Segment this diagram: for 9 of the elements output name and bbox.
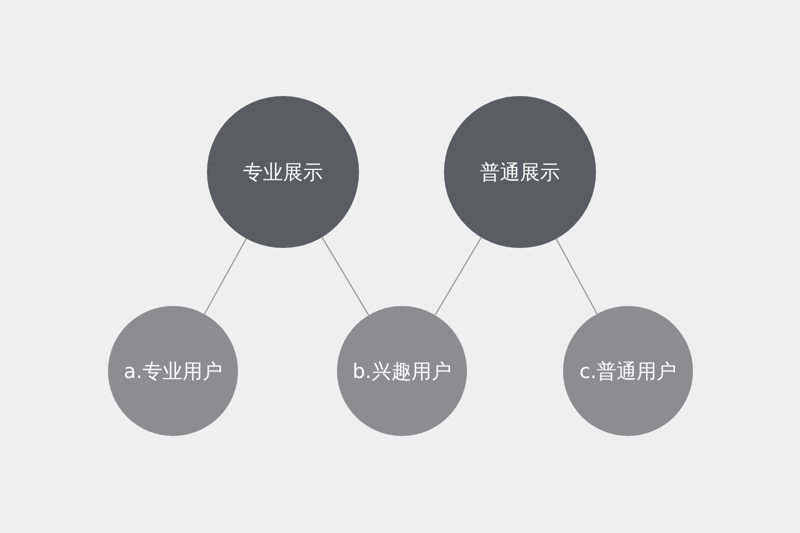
node-label: c.普通用户: [579, 358, 677, 384]
node-label: a.专业用户: [124, 358, 222, 384]
connector-line: [556, 238, 598, 314]
node-label: b.兴趣用户: [352, 358, 452, 384]
connector-line: [204, 238, 247, 314]
connector-line: [434, 237, 482, 316]
node-label: 专业展示: [243, 158, 323, 186]
connector-line: [321, 236, 370, 316]
node-label: 普通展示: [480, 158, 560, 186]
